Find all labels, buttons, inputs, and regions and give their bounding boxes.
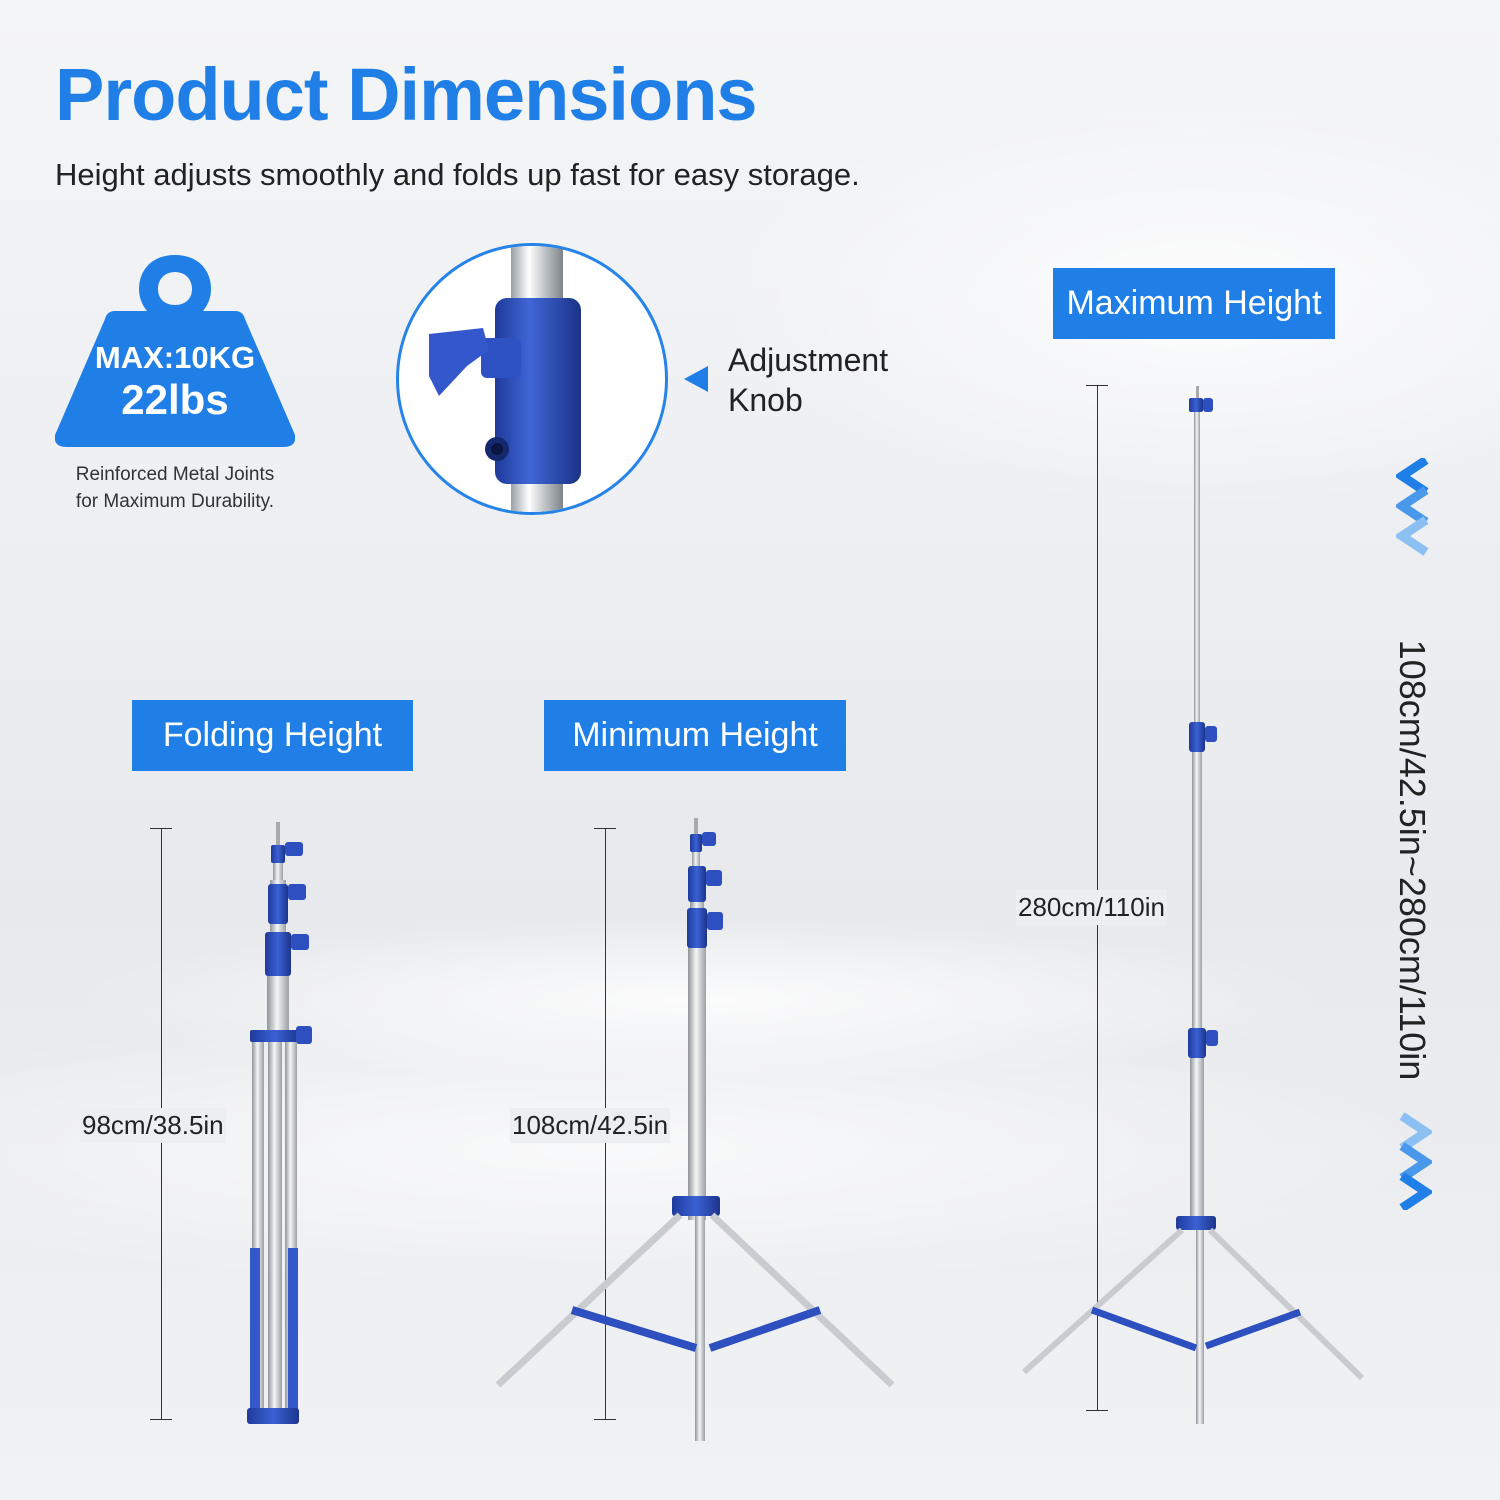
maximum-measure-bottom-cap (1086, 1410, 1108, 1411)
minimum-height-tag: Minimum Height (544, 700, 846, 771)
maximum-height-value: 280cm/110in (1016, 890, 1167, 925)
folding-stand (247, 822, 312, 1424)
height-range-label: 108cm/42.5in~280cm/110in (1392, 639, 1433, 1081)
knob-closeup-illustration (429, 246, 581, 512)
max-load-kg: MAX:10KG (94, 340, 256, 375)
adjustment-knob-label: Adjustment Knob (728, 340, 888, 420)
chevrons-up-icon (1396, 458, 1429, 556)
maximum-stand (1021, 386, 1365, 1424)
callout-line-1: Adjustment (728, 342, 889, 378)
max-load-lbs: 22lbs (121, 376, 229, 423)
page-title: Product Dimensions (55, 53, 758, 136)
durability-line-1: Reinforced Metal Joints (75, 464, 275, 485)
minimum-height-value: 108cm/42.5in (510, 1108, 671, 1143)
chevrons-down-icon (1399, 1112, 1432, 1210)
folding-height-tag: Folding Height (132, 700, 413, 771)
minimum-measure-bottom-cap (594, 1419, 616, 1420)
weight-icon (55, 255, 295, 447)
folding-measure-bottom-cap (150, 1419, 172, 1420)
durability-caption: Reinforced Metal Joints for Maximum Dura… (40, 462, 310, 515)
knob-closeup (396, 243, 668, 515)
callout-line-2: Knob (728, 382, 803, 418)
page-subtitle: Height adjusts smoothly and folds up fas… (55, 157, 860, 192)
pointer-left-icon (684, 366, 708, 392)
maximum-height-tag: Maximum Height (1053, 268, 1335, 339)
durability-line-2: for Maximum Durability. (75, 490, 275, 512)
minimum-stand (495, 818, 895, 1441)
folding-height-value: 98cm/38.5in (80, 1108, 226, 1143)
